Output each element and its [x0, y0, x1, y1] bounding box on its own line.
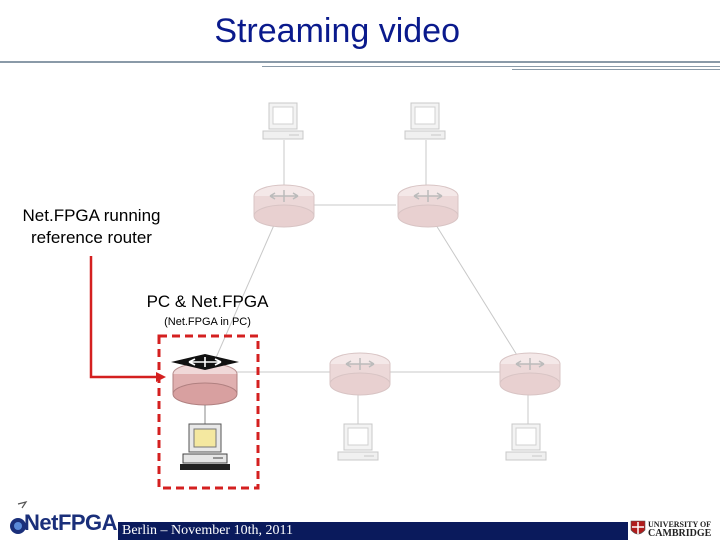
pc-icon	[505, 423, 547, 461]
router-icon	[329, 352, 391, 396]
highlighted-router-icon	[171, 354, 239, 406]
cambridge-crest-icon	[630, 520, 646, 535]
title-rule-tertiary	[512, 69, 720, 70]
router-icon	[397, 184, 459, 228]
router-icon	[499, 352, 561, 396]
title-rule-secondary	[262, 66, 720, 67]
slide-title: Streaming video	[214, 12, 460, 50]
pc-icon	[262, 102, 304, 140]
router-label: Net.FPGA running reference router	[14, 205, 169, 249]
pc-sublabel: (Net.FPGA in PC)	[164, 316, 251, 328]
arrowhead	[156, 372, 166, 382]
cambridge-line2: CAMBRIDGE	[648, 528, 712, 539]
router-icon	[253, 184, 315, 228]
netfpga-logo-text: NetFPGA	[24, 510, 118, 535]
cambridge-logo	[628, 518, 720, 540]
cambridge-line1: UNIVERSITY OF	[648, 520, 712, 529]
footer-bar	[118, 522, 720, 540]
cambridge-logo-text: UNIVERSITY OF CAMBRIDGE	[648, 520, 712, 539]
router-label-line1: Net.FPGA running	[22, 206, 161, 225]
pc-label: PC & Net.FPGA	[146, 292, 269, 311]
pc-icon	[337, 423, 379, 461]
title-rule	[0, 61, 720, 63]
pointer-arrow	[89, 256, 160, 379]
highlighted-pc-icon	[180, 423, 230, 470]
router-label-line2: reference router	[31, 228, 152, 247]
netfpga-logo-icon	[10, 501, 28, 534]
pc-icon	[404, 102, 446, 140]
footer-text: Berlin – November 10th, 2011	[122, 523, 293, 538]
highlight-box	[157, 334, 260, 490]
